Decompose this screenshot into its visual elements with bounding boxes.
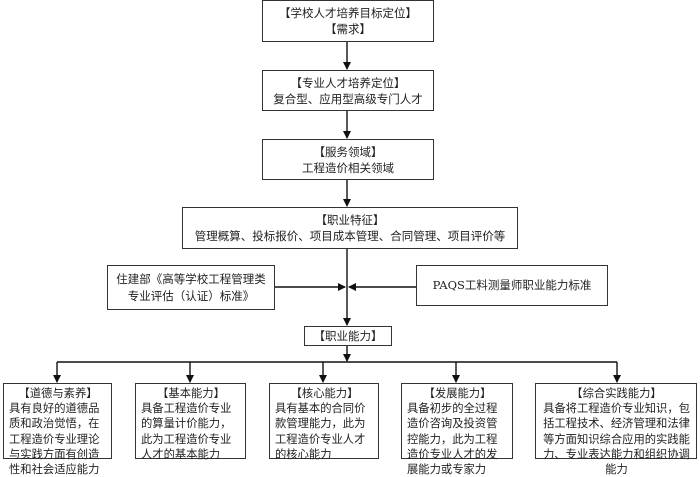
ability-title: 【发展能力】 bbox=[423, 387, 492, 400]
ability-text: 具备工程造价专业的算量计价能力，此为工程造价专业人才的基本能力 bbox=[141, 402, 232, 461]
ability-title: 【综合实践能力】 bbox=[571, 387, 662, 400]
competence-box: 【职业能力】 bbox=[304, 326, 392, 346]
right-standard-text: PAQS工料测量师职业能力标准 bbox=[432, 278, 592, 292]
job-features-text: 管理概算、投标报价、项目成本管理、合同管理、项目评价等 bbox=[194, 229, 506, 243]
school-goal-subtitle: 【需求】 bbox=[325, 22, 371, 36]
service-field-box: 【服务领域】 工程造价相关领域 bbox=[262, 139, 434, 180]
ability-box-practice: 【综合实践能力】 具备将工程造价专业知识，包括工程技术、经济管理和法律等方面知识… bbox=[535, 383, 697, 476]
service-field-title: 【服务领域】 bbox=[313, 145, 383, 159]
left-standard-text: 住建部《高等学校工程管理类专业评估（认证）标准》 bbox=[116, 272, 266, 303]
school-goal-box: 【学校人才培养目标定位】 【需求】 bbox=[262, 0, 434, 42]
ability-box-basic: 【基本能力】 具备工程造价专业的算量计价能力，此为工程造价专业人才的基本能力 bbox=[135, 383, 246, 461]
right-standard-box: PAQS工料测量师职业能力标准 bbox=[416, 265, 608, 306]
job-features-box: 【职业特征】 管理概算、投标报价、项目成本管理、合同管理、项目评价等 bbox=[182, 207, 518, 249]
ability-title: 【道德与素养】 bbox=[18, 387, 98, 400]
left-standard-box: 住建部《高等学校工程管理类专业评估（认证）标准》 bbox=[107, 265, 275, 310]
major-position-text: 复合型、应用型高级专门人才 bbox=[273, 92, 423, 106]
competence-title: 【职业能力】 bbox=[313, 329, 383, 343]
service-field-text: 工程造价相关领域 bbox=[302, 161, 394, 175]
major-position-box: 【专业人才培养定位】 复合型、应用型高级专门人才 bbox=[262, 70, 434, 111]
job-features-title: 【职业特征】 bbox=[315, 213, 385, 227]
ability-box-development: 【发展能力】 具备初步的全过程造价咨询及投资管控能力，此为工程造价专业人才的发展… bbox=[401, 383, 513, 476]
ability-text: 具有良好的道德品质和政治觉悟，在工程造价专业理论与实践方面有创造性和社会适应能力 bbox=[9, 402, 100, 477]
ability-text: 具有基本的合同价款管理能力，此为工程造价专业人才的核心能力 bbox=[275, 402, 366, 461]
ability-box-core: 【核心能力】 具有基本的合同价款管理能力，此为工程造价专业人才的核心能力 bbox=[269, 383, 379, 461]
ability-title: 【基本能力】 bbox=[157, 387, 225, 400]
ability-title: 【核心能力】 bbox=[290, 387, 359, 400]
ability-box-ethics: 【道德与素养】 具有良好的道德品质和政治觉悟，在工程造价专业理论与实践方面有创造… bbox=[3, 383, 112, 476]
school-goal-title: 【学校人才培养目标定位】 bbox=[279, 6, 417, 20]
ability-text: 具备初步的全过程造价咨询及投资管控能力，此为工程造价专业人才的发展能力或专家力 bbox=[407, 402, 498, 477]
major-position-title: 【专业人才培养定位】 bbox=[290, 76, 406, 90]
ability-text: 具备将工程造价专业知识，包括工程技术、经济管理和法律等方面知识综合应用的实践能力… bbox=[543, 402, 690, 477]
